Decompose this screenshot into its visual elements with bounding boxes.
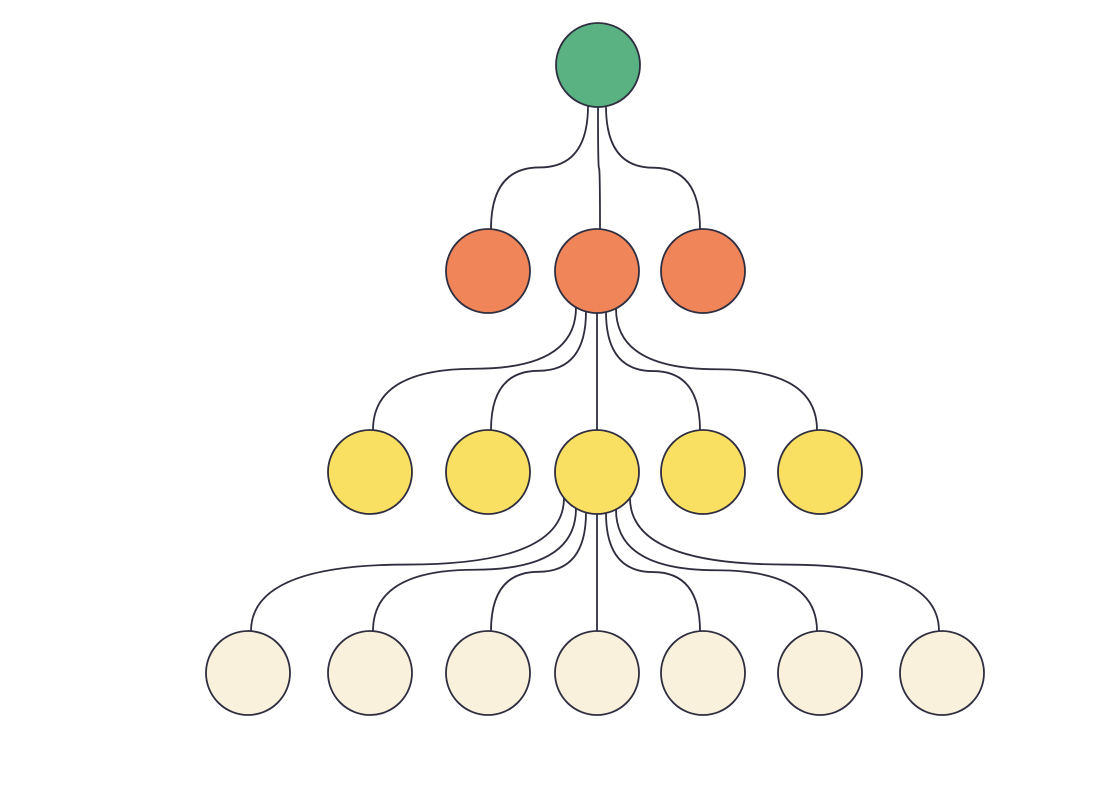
tree-edge xyxy=(490,512,587,632)
tree-node-level-2 xyxy=(445,429,531,515)
tree-node-level-1 xyxy=(445,228,531,314)
tree-edge xyxy=(605,312,701,431)
edges xyxy=(250,105,940,632)
tree-node-level-3 xyxy=(660,630,746,716)
tree-edge xyxy=(490,105,589,230)
tree-edge xyxy=(250,497,565,632)
tree-node-level-3 xyxy=(777,630,863,716)
tree-edge xyxy=(615,308,818,431)
tree-node-level-3 xyxy=(205,630,291,716)
tree-edge xyxy=(372,508,577,632)
tree-node-level-3 xyxy=(554,630,640,716)
tree-edge xyxy=(629,497,940,632)
nodes xyxy=(205,22,985,716)
tree-node-level-3 xyxy=(899,630,985,716)
root-node xyxy=(555,22,641,108)
tree-edge xyxy=(605,106,701,230)
tree-node-level-3 xyxy=(327,630,413,716)
tree-edge xyxy=(597,106,601,230)
tree-edge xyxy=(490,311,587,431)
tree-node-level-1 xyxy=(660,228,746,314)
tree-node-level-2 xyxy=(660,429,746,515)
tree-edge xyxy=(605,513,701,632)
tree-edge xyxy=(372,307,577,431)
tree-node-level-1 xyxy=(554,228,640,314)
tree-node-level-2 xyxy=(554,429,640,515)
tree-node-level-2 xyxy=(327,429,413,515)
tree-node-level-3 xyxy=(445,630,531,716)
tree-node-level-2 xyxy=(777,429,863,515)
tree-edge xyxy=(615,509,818,632)
